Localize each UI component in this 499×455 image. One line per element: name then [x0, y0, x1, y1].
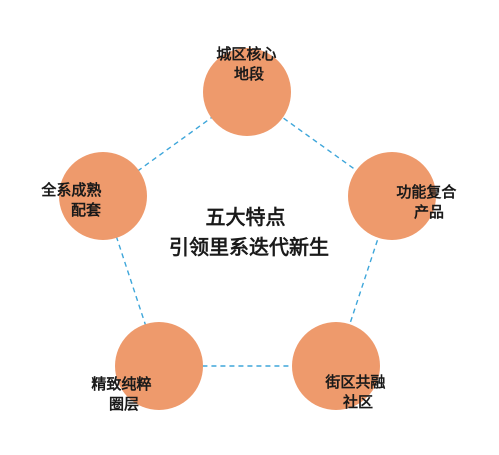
node-label-complete-facilities-line1: 全系成熟 [40, 181, 101, 199]
center-title-line1: 五大特点 [206, 205, 286, 229]
node-circle-mixed-products [348, 152, 436, 240]
center-title-line2: 引领里系迭代新生 [169, 235, 329, 259]
node-label-street-community-line1: 街区共融 [324, 373, 385, 391]
node-label-refined-circle: 精致纯粹 圈层 [91, 375, 156, 413]
node-label-core-location-line2: 地段 [234, 65, 264, 83]
node-label-core-location: 城区核心 地段 [216, 45, 281, 83]
node-circle-street-community [292, 322, 380, 410]
node-label-street-community: 街区共融 社区 [324, 373, 390, 411]
node-label-complete-facilities-line2: 配套 [71, 201, 102, 219]
node-label-core-location-line1: 城区核心 [216, 45, 276, 63]
node-circle-core-location [203, 48, 291, 136]
node-circle-complete-facilities [59, 152, 147, 240]
center-title: 五大特点 引领里系迭代新生 [169, 205, 329, 259]
node-label-mixed-products-line1: 功能复合 [396, 183, 457, 201]
node-circle-refined-circle [115, 322, 203, 410]
node-label-mixed-products-line2: 产品 [414, 203, 444, 221]
node-label-street-community-line2: 社区 [342, 393, 373, 411]
node-label-complete-facilities: 全系成熟 配套 [40, 181, 106, 219]
node-label-mixed-products: 功能复合 产品 [396, 183, 461, 221]
node-label-refined-circle-line2: 圈层 [109, 395, 139, 413]
node-label-refined-circle-line1: 精致纯粹 [91, 375, 151, 393]
